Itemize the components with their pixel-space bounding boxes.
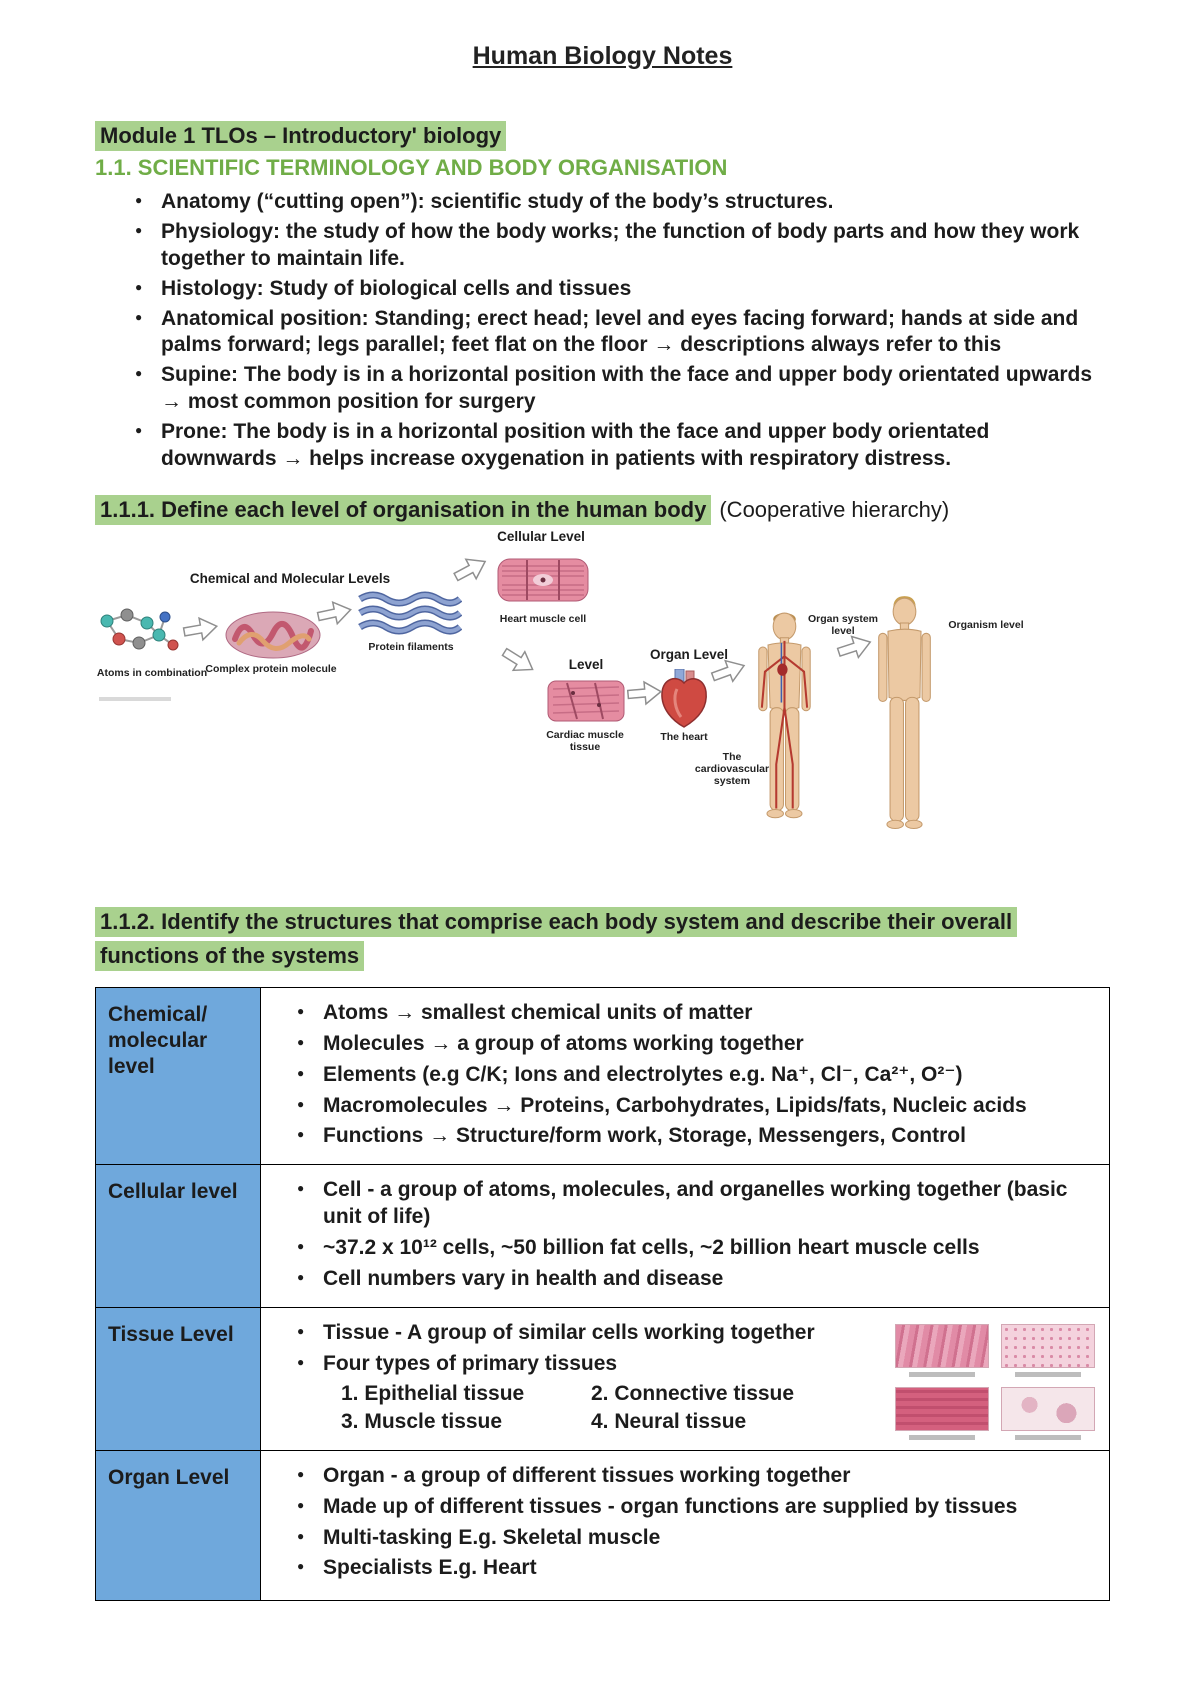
row-label-chemical: Chemical/ molecular level xyxy=(95,986,261,1166)
table-row: Chemical/ molecular level Atoms → smalle… xyxy=(95,986,1110,1166)
tissue-bullet-list: Tissue - A group of similar cells workin… xyxy=(277,1320,883,1378)
protein-filaments-illustration xyxy=(358,591,462,635)
module-heading-row: Module 1 TLOs – Introductory' biology xyxy=(95,121,1110,151)
levels-table: Chemical/ molecular level Atoms → smalle… xyxy=(95,986,1110,1601)
heart-muscle-cell-caption: Heart muscle cell xyxy=(499,612,587,625)
page-title: Human Biology Notes xyxy=(472,42,733,70)
organism-figure-image xyxy=(878,595,931,829)
tissue-thumbnail-2 xyxy=(1001,1323,1095,1377)
section-1-1-2-heading: 1.1.2. Identify the structures that comp… xyxy=(95,906,1018,971)
cellular-level-label: Cellular Level xyxy=(497,528,585,544)
bullet-item: Multi-tasking E.g. Skeletal muscle xyxy=(295,1525,1097,1552)
flow-arrow-icon xyxy=(316,600,352,626)
bullet-item: Macromolecules → Proteins, Carbohydrates… xyxy=(295,1093,1097,1120)
atoms-caption: Atoms in combination xyxy=(96,666,208,679)
table-row: Organ Level Organ - a group of different… xyxy=(95,1449,1110,1601)
cardiovascular-figure-image xyxy=(758,612,811,819)
the-heart-caption: The heart xyxy=(660,730,708,743)
organ-system-level-label: Organ system level xyxy=(807,612,879,637)
bullet-item: Four types of primary tissues xyxy=(295,1351,883,1378)
complex-protein-caption: Complex protein molecule xyxy=(205,662,337,675)
section-1-1-1-heading-suffix: (Cooperative hierarchy) xyxy=(719,496,950,522)
tissue-thumbnails xyxy=(895,1323,1097,1440)
protein-molecule-illustration xyxy=(225,611,321,659)
row-label-organ: Organ Level xyxy=(95,1449,261,1601)
flow-arrow-icon xyxy=(182,616,219,642)
levels-of-organisation-diagram: Cellular Level Chemical and Molecular Le… xyxy=(95,529,1110,891)
bullet-item: Physiology: the study of how the body wo… xyxy=(133,219,1110,273)
bullet-item: Cell - a group of atoms, molecules, and … xyxy=(295,1177,1097,1231)
fine-print-line xyxy=(99,696,171,701)
row-label-tissue: Tissue Level xyxy=(95,1306,261,1451)
tissue-thumbnail-3 xyxy=(895,1386,989,1440)
bullet-item: Made up of different tissues - organ fun… xyxy=(295,1494,1097,1521)
bullet-item: Histology: Study of biological cells and… xyxy=(133,276,1110,303)
flow-arrow-icon xyxy=(626,680,663,706)
cardiac-muscle-tissue-caption: Cardiac muscle tissue xyxy=(546,728,624,753)
tissue-thumbnail-4 xyxy=(1001,1386,1095,1440)
bullet-item: Prone: The body is in a horizontal posit… xyxy=(133,419,1110,473)
organ-bullet-list: Organ - a group of different tissues wor… xyxy=(277,1463,1097,1583)
organ-level-label: Organ Level xyxy=(649,646,729,662)
tissue-type-item: 3. Muscle tissue xyxy=(341,1409,503,1433)
flow-arrow-icon xyxy=(710,659,746,683)
chemical-bullet-list: Atoms → smallest chemical units of matte… xyxy=(277,1000,1097,1150)
bullet-item: Tissue - A group of similar cells workin… xyxy=(295,1320,883,1347)
cardiovascular-system-caption: The cardiovascular system xyxy=(694,750,770,787)
bullet-item: ~37.2 x 10¹² cells, ~50 billion fat cell… xyxy=(295,1235,1097,1262)
row-content-chemical: Atoms → smallest chemical units of matte… xyxy=(260,986,1110,1166)
bullet-item: Functions → Structure/form work, Storage… xyxy=(295,1123,1097,1150)
bullet-item: Anatomy (“cutting open”): scientific stu… xyxy=(133,189,1110,216)
section-1-1-heading: 1.1. SCIENTIFIC TERMINOLOGY AND BODY ORG… xyxy=(95,155,728,180)
bullet-item: Specialists E.g. Heart xyxy=(295,1555,1097,1582)
bullet-item: Elements (e.g C/K; Ions and electrolytes… xyxy=(295,1062,1097,1089)
bullet-item: Atoms → smallest chemical units of matte… xyxy=(295,1000,1097,1027)
tissue-type-item: 1. Epithelial tissue xyxy=(341,1381,525,1405)
bullet-item: Cell numbers vary in health and disease xyxy=(295,1266,1097,1293)
heart-organ-image xyxy=(661,668,707,728)
tissue-thumbnail-1 xyxy=(895,1323,989,1377)
bullet-item: Molecules → a group of atoms working tog… xyxy=(295,1031,1097,1058)
row-content-organ: Organ - a group of different tissues wor… xyxy=(260,1449,1110,1601)
row-label-cellular: Cellular level xyxy=(95,1164,261,1308)
tissue-type-item: 4. Neural tissue xyxy=(591,1409,747,1433)
module-heading: Module 1 TLOs – Introductory' biology xyxy=(95,121,507,151)
table-row: Cellular level Cell - a group of atoms, … xyxy=(95,1164,1110,1308)
protein-filaments-caption: Protein filaments xyxy=(368,640,454,653)
row-content-tissue: Tissue - A group of similar cells workin… xyxy=(260,1306,1110,1451)
bullet-item: Organ - a group of different tissues wor… xyxy=(295,1463,1097,1490)
chemical-molecular-level-label: Chemical and Molecular Levels xyxy=(189,570,391,586)
atoms-illustration xyxy=(100,608,179,651)
tissue-level-label: Level xyxy=(568,656,604,672)
bullet-item: Anatomical position: Standing; erect hea… xyxy=(133,306,1110,360)
cardiac-muscle-tissue-image xyxy=(547,680,625,722)
section-1-1-1-heading: 1.1.1. Define each level of organisation… xyxy=(95,494,712,525)
row-content-cellular: Cell - a group of atoms, molecules, and … xyxy=(260,1164,1110,1308)
flow-arrow-icon xyxy=(836,635,872,659)
organism-level-label: Organism level xyxy=(948,618,1024,631)
heart-muscle-cell-image xyxy=(497,558,589,602)
section-1-1-2-heading-row: 1.1.2. Identify the structures that comp… xyxy=(95,905,1110,973)
table-row: Tissue Level Tissue - A group of similar… xyxy=(95,1306,1110,1451)
flow-arrow-icon xyxy=(453,558,487,582)
section-1-1-1-heading-row: 1.1.1. Define each level of organisation… xyxy=(95,494,1110,525)
bullet-item: Supine: The body is in a horizontal posi… xyxy=(133,362,1110,416)
cellular-bullet-list: Cell - a group of atoms, molecules, and … xyxy=(277,1177,1097,1293)
flow-arrow-icon xyxy=(501,647,534,671)
tissue-types-list: 1. Epithelial tissue 2. Connective tissu… xyxy=(341,1382,883,1434)
tissue-type-item: 2. Connective tissue xyxy=(591,1381,795,1405)
intro-bullet-list: Anatomy (“cutting open”): scientific stu… xyxy=(95,189,1110,473)
